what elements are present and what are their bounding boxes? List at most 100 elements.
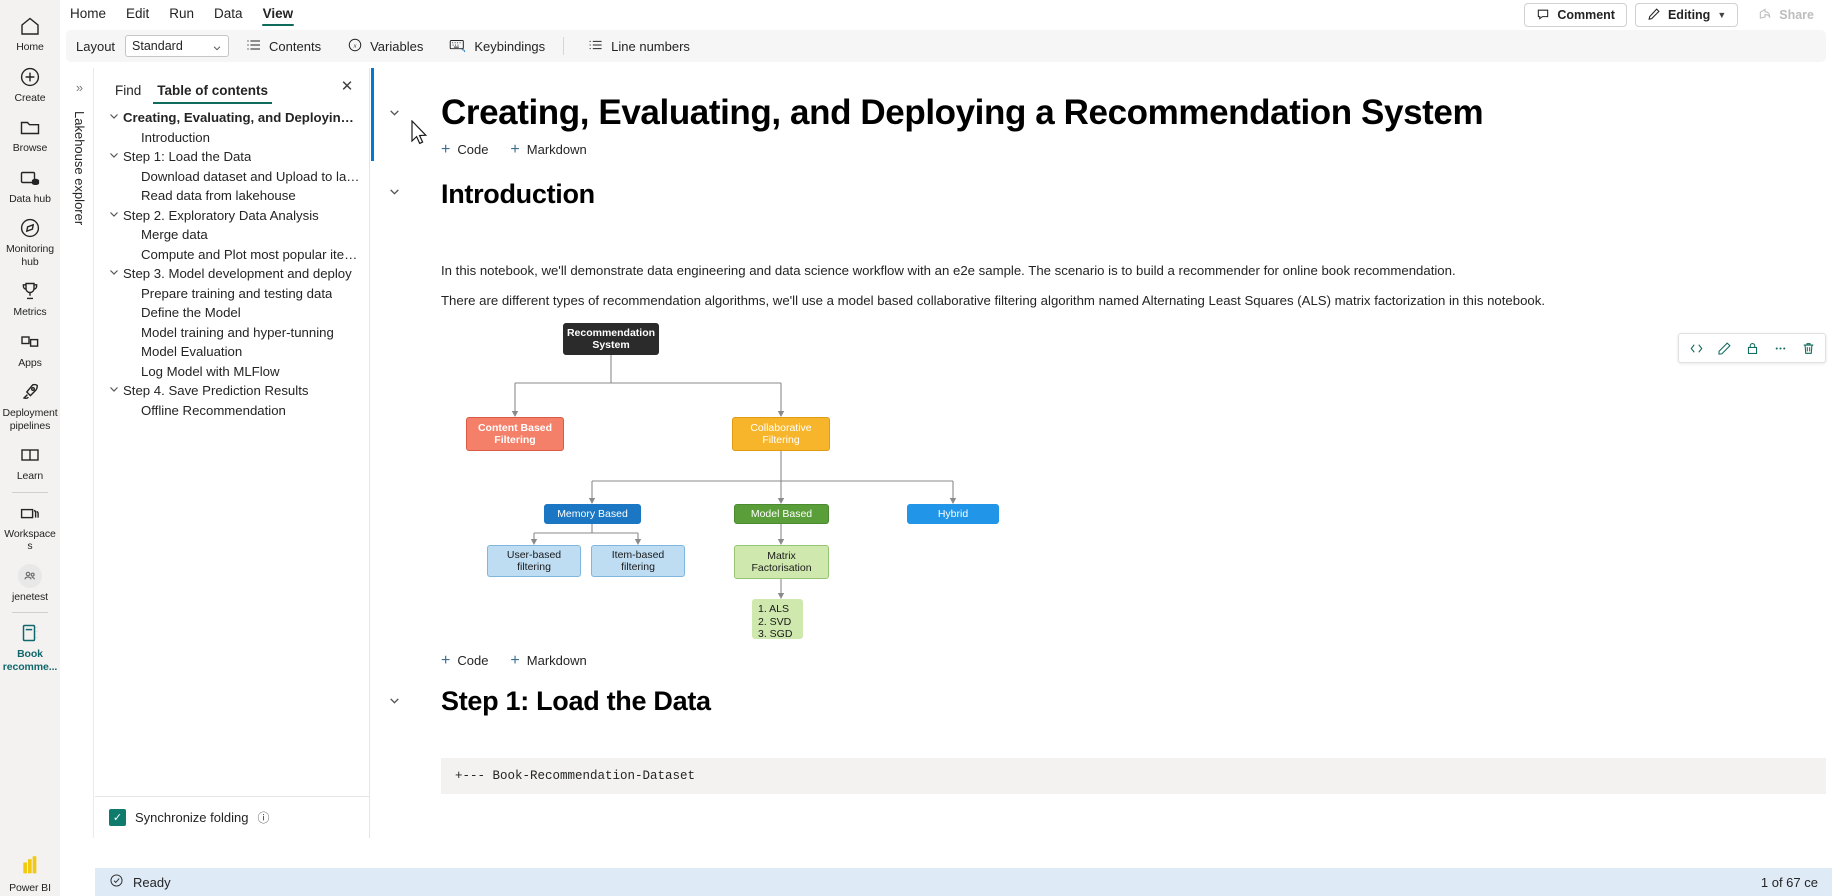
plus-icon: + bbox=[441, 651, 451, 669]
plus-icon: + bbox=[510, 651, 520, 669]
cell-action-toolbar bbox=[1678, 333, 1826, 363]
diagram-node-algos: 1. ALS 2. SVD 3. SGD bbox=[752, 599, 803, 640]
rail-item-workspaces[interactable]: Workspaces bbox=[1, 495, 59, 558]
folder-icon bbox=[18, 115, 42, 139]
menu-item-edit[interactable]: Edit bbox=[126, 5, 150, 21]
expand-chevrons-icon[interactable]: » bbox=[75, 80, 84, 95]
notebook-cell-introduction[interactable]: Introduction In this notebook, we'll dem… bbox=[371, 161, 1832, 672]
diagram-node-content: Content Based Filtering bbox=[466, 417, 564, 451]
rail-item-metrics[interactable]: Metrics bbox=[1, 273, 59, 324]
comment-button[interactable]: Comment bbox=[1524, 3, 1627, 27]
toc-item-label: Compute and Plot most popular items bbox=[141, 246, 361, 262]
menu-item-view[interactable]: View bbox=[253, 0, 304, 28]
chevron-down-icon[interactable] bbox=[105, 383, 123, 398]
toc-item[interactable]: Model Evaluation bbox=[95, 342, 369, 362]
chevron-down-icon[interactable] bbox=[105, 208, 123, 223]
diagram-node-root: Recommendation System bbox=[563, 323, 659, 355]
rail-item-browse[interactable]: Browse bbox=[1, 109, 59, 160]
menu-item-run[interactable]: Run bbox=[169, 5, 195, 21]
line-numbers-label: Line numbers bbox=[611, 38, 690, 54]
editing-label: Editing bbox=[1667, 8, 1711, 22]
diagram-node-memory: Memory Based bbox=[544, 504, 641, 524]
add-code-cell-button-2[interactable]: + Code bbox=[441, 651, 489, 669]
trash-delete-icon[interactable] bbox=[1795, 335, 1821, 361]
keybindings-button[interactable]: Keybindings bbox=[440, 34, 554, 58]
line-numbers-icon bbox=[588, 37, 604, 56]
rail-label: Power BI bbox=[9, 881, 51, 894]
chevron-down-icon[interactable] bbox=[105, 266, 123, 281]
toc-item[interactable]: Read data from lakehouse bbox=[95, 186, 369, 206]
toc-item[interactable]: Offline Recommendation bbox=[95, 401, 369, 421]
toc-item[interactable]: Define the Model bbox=[95, 303, 369, 323]
lock-icon[interactable] bbox=[1739, 335, 1765, 361]
rail-item-deployment-pipelines[interactable]: Deployment pipelines bbox=[1, 374, 59, 437]
menu-item-home[interactable]: Home bbox=[70, 5, 107, 21]
notebook-cell-step1[interactable]: Step 1: Load the Data +--- Book-Recommen… bbox=[371, 672, 1832, 794]
tab-table-of-contents[interactable]: Table of contents bbox=[149, 83, 276, 104]
editing-mode-button[interactable]: Editing ▼ bbox=[1634, 3, 1739, 27]
layout-select[interactable]: Standard bbox=[125, 35, 230, 57]
line-numbers-button[interactable]: Line numbers bbox=[579, 34, 699, 58]
more-ellipsis-icon[interactable] bbox=[1767, 335, 1793, 361]
synchronize-folding-checkbox[interactable]: ✓ bbox=[109, 809, 126, 826]
add-markdown-cell-button-2[interactable]: + Markdown bbox=[510, 651, 586, 669]
notebook-cell-title[interactable]: Creating, Evaluating, and Deploying a Re… bbox=[371, 68, 1832, 161]
pencil-edit-icon[interactable] bbox=[1711, 335, 1737, 361]
rail-item-data-hub[interactable]: Data hub bbox=[1, 160, 59, 211]
toc-item-label: Step 1: Load the Data bbox=[123, 149, 252, 165]
variables-button[interactable]: x Variables bbox=[338, 34, 432, 58]
add-code-cell-button[interactable]: + Code bbox=[441, 141, 488, 157]
toc-item[interactable]: Creating, Evaluating, and Deployin… bbox=[95, 108, 369, 128]
rail-item-monitoring-hub[interactable]: Monitoring hub bbox=[1, 210, 59, 273]
toc-item[interactable]: Download dataset and Upload to lakeh… bbox=[95, 167, 369, 187]
rail-item-home[interactable]: Home bbox=[1, 8, 59, 59]
synchronize-folding-label: Synchronize folding bbox=[135, 810, 249, 825]
menu-item-data[interactable]: Data bbox=[214, 5, 243, 21]
rail-item-book-recommendation[interactable]: Book recomme... bbox=[1, 615, 59, 678]
lakehouse-explorer-strip[interactable]: » Lakehouse explorer bbox=[66, 68, 94, 838]
toc-item[interactable]: Step 1: Load the Data bbox=[95, 147, 369, 167]
toc-item[interactable]: Step 2. Exploratory Data Analysis bbox=[95, 206, 369, 226]
contents-button[interactable]: Contents bbox=[237, 34, 330, 58]
layout-label: Layout bbox=[76, 38, 116, 54]
rail-item-jenetest[interactable]: jenetest bbox=[1, 558, 59, 609]
people-avatar-icon bbox=[18, 563, 42, 588]
rail-item-create[interactable]: Create bbox=[1, 59, 59, 110]
workspaces-stack-icon bbox=[18, 501, 42, 525]
rail-item-apps[interactable]: Apps bbox=[1, 324, 59, 375]
add-markdown-label: Markdown bbox=[526, 142, 587, 157]
status-bar: Ready 1 of 67 ce bbox=[95, 868, 1832, 896]
code-output-block[interactable]: +--- Book-Recommendation-Dataset bbox=[441, 758, 1826, 794]
rail-item-learn[interactable]: Learn bbox=[1, 437, 59, 488]
toc-item[interactable]: Log Model with MLFlow bbox=[95, 362, 369, 382]
chevron-down-icon[interactable] bbox=[105, 149, 123, 164]
code-brackets-icon[interactable] bbox=[1683, 335, 1709, 361]
fold-toggle-step1[interactable] bbox=[385, 694, 403, 710]
rail-item-powerbi[interactable]: Power BI bbox=[0, 855, 60, 896]
fold-toggle-introduction[interactable] bbox=[385, 185, 403, 201]
info-icon[interactable]: ⓘ bbox=[257, 811, 270, 825]
add-code-label: Code bbox=[457, 653, 489, 668]
toc-item[interactable]: Merge data bbox=[95, 225, 369, 245]
diagram-node-itembased: Item-based filtering bbox=[591, 545, 685, 577]
intro-paragraph-2: There are different types of recommendat… bbox=[441, 293, 1546, 308]
contents-label: Contents bbox=[269, 38, 322, 54]
rail-label: jenetest bbox=[12, 590, 48, 603]
toc-item[interactable]: Introduction bbox=[95, 128, 369, 148]
notebook-icon bbox=[18, 621, 42, 645]
toc-item[interactable]: Step 4. Save Prediction Results bbox=[95, 381, 369, 401]
toc-item[interactable]: Prepare training and testing data bbox=[95, 284, 369, 304]
toc-item[interactable]: Compute and Plot most popular items bbox=[95, 245, 369, 265]
check-circle-icon bbox=[109, 873, 124, 891]
rail-label: Book recomme... bbox=[2, 648, 58, 673]
variables-icon: x bbox=[347, 37, 363, 56]
add-markdown-cell-button[interactable]: + Markdown bbox=[510, 141, 587, 157]
close-icon[interactable]: ✕ bbox=[340, 78, 354, 95]
chevron-down-icon[interactable] bbox=[105, 110, 123, 125]
tab-find[interactable]: Find bbox=[115, 83, 142, 98]
toc-item[interactable]: Step 3. Model development and deploy bbox=[95, 264, 369, 284]
fold-toggle-title[interactable] bbox=[385, 106, 403, 122]
rail-label: Create bbox=[14, 91, 46, 104]
toc-item[interactable]: Model training and hyper-tunning bbox=[95, 323, 369, 343]
share-button[interactable]: Share bbox=[1746, 3, 1826, 27]
